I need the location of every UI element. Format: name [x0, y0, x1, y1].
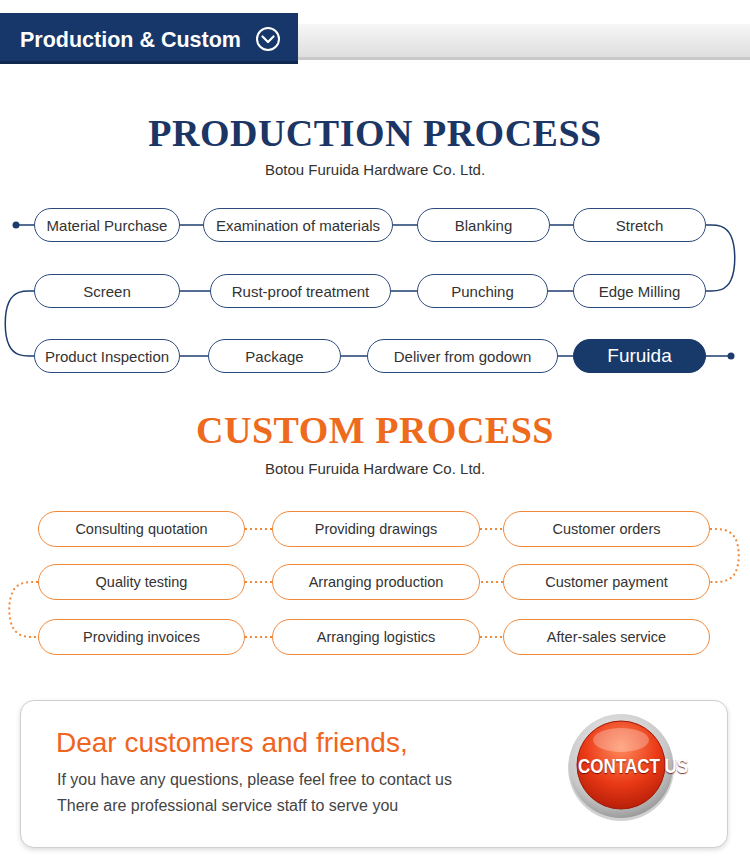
step-label: Package — [245, 348, 303, 365]
contact-panel: Dear customers and friends, If you have a… — [20, 700, 728, 848]
process-step: Stretch — [573, 208, 706, 242]
step-label: Consulting quotation — [75, 521, 207, 537]
custom-step: Arranging logistics — [272, 619, 480, 655]
header-tab-edge — [0, 61, 298, 64]
step-label: Product Inspection — [45, 348, 169, 365]
dotted-connector — [710, 529, 739, 582]
step-label: Customer payment — [545, 574, 668, 590]
chevron-circle — [257, 28, 279, 50]
flow-connector — [180, 290, 210, 292]
flow-connector — [550, 224, 573, 226]
contact-button: CONTACT US — [566, 711, 676, 821]
step-label: Punching — [451, 283, 514, 300]
custom-step: After-sales service — [503, 619, 710, 655]
custom-step: Customer orders — [503, 511, 710, 547]
flow-connector — [5, 291, 34, 356]
step-label: Arranging production — [309, 574, 444, 590]
step-label: Deliver from godown — [394, 348, 532, 365]
section-title: CUSTOM PROCESS — [0, 408, 750, 452]
step-label: Providing drawings — [315, 521, 438, 537]
step-label: Blanking — [455, 217, 513, 234]
custom-step: Providing invoices — [38, 619, 245, 655]
custom-step: Quality testing — [38, 564, 245, 600]
process-step: Blanking — [417, 208, 550, 242]
contact-line: There are professional service staff to … — [57, 796, 398, 816]
custom-step: Providing drawings — [272, 511, 480, 547]
button-face — [577, 721, 665, 809]
section-title: PRODUCTION PROCESS — [0, 111, 750, 155]
section-subtitle: Botou Furuida Hardware Co. Ltd. — [0, 460, 750, 478]
button-label: CONTACT US — [578, 755, 664, 777]
flow-connector — [391, 290, 417, 292]
dotted-connector — [9, 582, 38, 637]
step-label: Stretch — [616, 217, 664, 234]
flow-connector — [548, 290, 573, 292]
step-label: Material Purchase — [47, 217, 168, 234]
process-step: Examination of materials — [203, 208, 393, 242]
custom-step: Customer payment — [503, 564, 710, 600]
flow-connector — [180, 224, 203, 226]
dotted-connector — [480, 581, 503, 583]
dotted-connector — [480, 636, 503, 638]
header-tab — [0, 13, 298, 64]
step-label: Customer orders — [553, 521, 661, 537]
process-step: Deliver from godown — [367, 339, 558, 373]
process-step: Punching — [417, 274, 548, 308]
step-label: Examination of materials — [216, 217, 380, 234]
flow-end-dot — [728, 353, 735, 360]
process-step: Package — [208, 339, 341, 373]
step-label: Edge Milling — [599, 283, 681, 300]
button-shadow — [568, 715, 674, 821]
custom-step: Arranging production — [272, 564, 480, 600]
chevron-icon — [263, 37, 274, 43]
step-label: Furuida — [607, 345, 671, 367]
process-step: Screen — [34, 274, 180, 308]
step-label: Providing invoices — [83, 629, 200, 645]
contact-heading: Dear customers and friends, — [56, 727, 408, 759]
button-highlight — [593, 728, 649, 752]
step-label: Quality testing — [96, 574, 188, 590]
custom-step: Consulting quotation — [38, 511, 245, 547]
process-end-step: Furuida — [573, 339, 706, 373]
step-label: Screen — [83, 283, 131, 300]
step-label: Arranging logistics — [317, 629, 435, 645]
page-title: Production & Custom — [20, 27, 241, 53]
flow-end-line — [706, 355, 731, 357]
flow-connector — [558, 355, 573, 357]
button-ring — [569, 714, 673, 818]
flow-connector — [706, 225, 735, 291]
flow-connector — [393, 224, 417, 226]
dotted-connector — [245, 581, 272, 583]
dotted-connector — [245, 636, 272, 638]
section-subtitle: Botou Furuida Hardware Co. Ltd. — [0, 161, 750, 179]
step-label: Rust-proof treatment — [232, 283, 370, 300]
dotted-connector — [480, 528, 503, 530]
process-step: Rust-proof treatment — [210, 274, 391, 308]
process-step: Material Purchase — [34, 208, 180, 242]
flow-connector — [180, 355, 208, 357]
process-step: Edge Milling — [573, 274, 706, 308]
process-step: Product Inspection — [34, 339, 180, 373]
dotted-connector — [245, 528, 272, 530]
flow-connector — [341, 355, 367, 357]
contact-line: If you have any questions, please feel f… — [57, 770, 452, 790]
step-label: After-sales service — [547, 629, 666, 645]
flow-start-dot — [13, 222, 20, 229]
